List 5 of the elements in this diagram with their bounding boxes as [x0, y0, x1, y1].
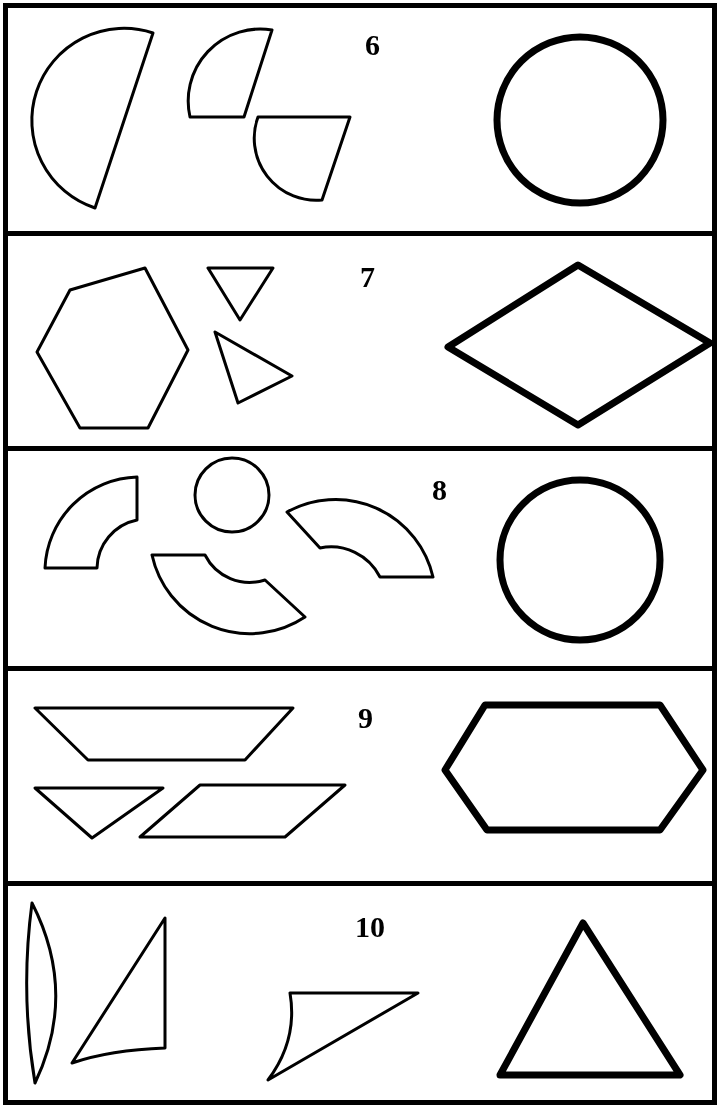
puzzle-number: 8 — [432, 475, 447, 505]
puzzle-number: 7 — [360, 262, 375, 292]
puzzle-number: 10 — [355, 912, 385, 942]
puzzle-number: 9 — [358, 703, 373, 733]
puzzle-number: 6 — [365, 30, 380, 60]
